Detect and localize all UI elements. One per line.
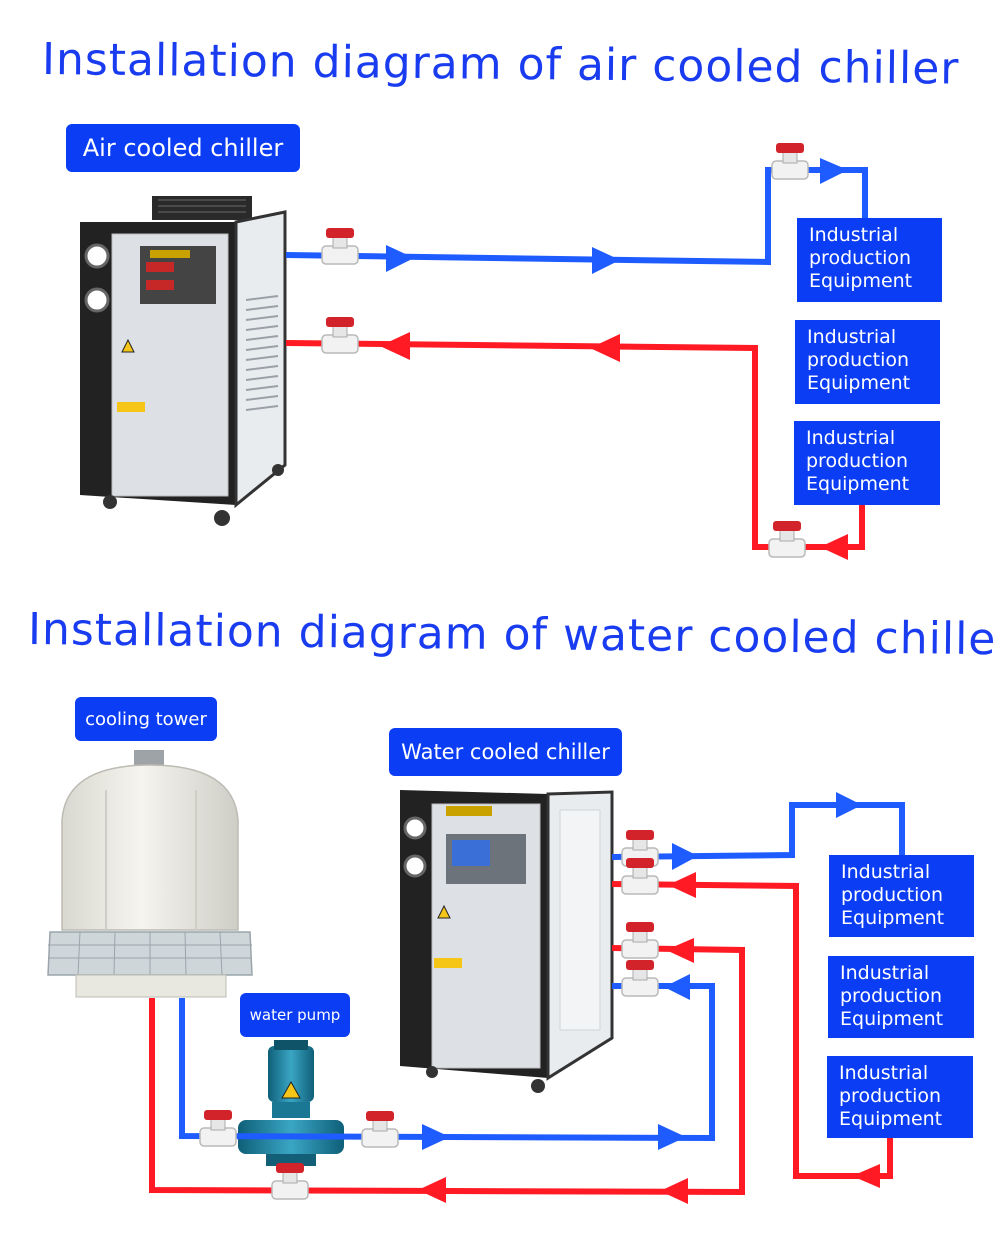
equipment-label-line-1: Industrial [807, 326, 897, 348]
air-equipment-inlet-valve[interactable] [771, 142, 809, 180]
air-supply-flow-arrows [386, 158, 848, 274]
equipment-label-line-2: production [840, 985, 943, 1007]
equipment-label-line-1: Industrial [840, 962, 930, 984]
air-equipment-box-3: Industrial production Equipment [794, 421, 940, 505]
air-supply-valve[interactable] [321, 227, 359, 265]
equipment-label-line-1: Industrial [809, 224, 899, 246]
water-condenser-return-arrows [418, 938, 694, 1204]
air-cooled-chiller-label: Air cooled chiller [66, 124, 300, 172]
cooling-tower-label: cooling tower [75, 697, 217, 741]
air-equipment-outlet-valve[interactable] [768, 520, 806, 558]
water-equipment-box-2: Industrial production Equipment [828, 956, 974, 1038]
water-pump-unit [238, 1040, 344, 1166]
equipment-label-line-1: Industrial [806, 427, 896, 449]
water-condenser-supply-arrows [422, 974, 690, 1150]
equipment-label-line-3: Equipment [807, 372, 911, 394]
water-pump-label: water pump [240, 993, 350, 1037]
water-chilled-supply-arrows [672, 792, 862, 870]
air-return-flow-arrows [380, 332, 848, 560]
pump-outlet-valve[interactable] [361, 1110, 399, 1148]
equipment-label-line-2: production [839, 1085, 942, 1107]
equipment-label-line-2: production [841, 884, 944, 906]
equipment-label-line-3: Equipment [840, 1008, 944, 1030]
water-equipment-box-1: Industrial production Equipment [829, 855, 974, 937]
equipment-label-line-3: Equipment [806, 473, 910, 495]
water-equipment-box-3: Industrial production Equipment [827, 1056, 973, 1138]
equipment-label-line-3: Equipment [841, 907, 945, 929]
equipment-label-line-1: Industrial [839, 1062, 929, 1084]
equipment-label-line-2: production [809, 247, 912, 269]
water-chilled-supply-pipe [611, 802, 905, 860]
water-condenser-return-pipe [149, 945, 745, 1196]
air-equipment-box-1: Industrial production Equipment [797, 218, 942, 302]
water-chilled-return-arrows [668, 872, 880, 1188]
cooling-tower-unit [47, 750, 253, 998]
air-return-pipe [285, 340, 865, 550]
tower-return-valve[interactable] [271, 1162, 309, 1200]
pump-inlet-valve[interactable] [199, 1109, 237, 1147]
equipment-label-line-3: Equipment [839, 1108, 943, 1130]
water-condenser-inlet-valve[interactable] [621, 959, 659, 997]
air-cooled-chiller-unit [80, 196, 287, 526]
water-condenser-outlet-valve[interactable] [621, 921, 659, 959]
air-return-valve[interactable] [321, 316, 359, 354]
equipment-label-line-3: Equipment [809, 270, 913, 292]
water-cooled-chiller-unit [400, 790, 614, 1093]
equipment-label-line-2: production [807, 349, 910, 371]
equipment-label-line-1: Industrial [841, 861, 931, 883]
water-chilled-return-valve[interactable] [621, 857, 659, 895]
water-chilled-return-pipe [611, 881, 893, 1179]
air-equipment-box-2: Industrial production Equipment [795, 320, 940, 404]
water-cooled-chiller-label: Water cooled chiller [389, 728, 622, 776]
air-supply-pipe [285, 167, 868, 266]
equipment-label-line-2: production [806, 450, 909, 472]
